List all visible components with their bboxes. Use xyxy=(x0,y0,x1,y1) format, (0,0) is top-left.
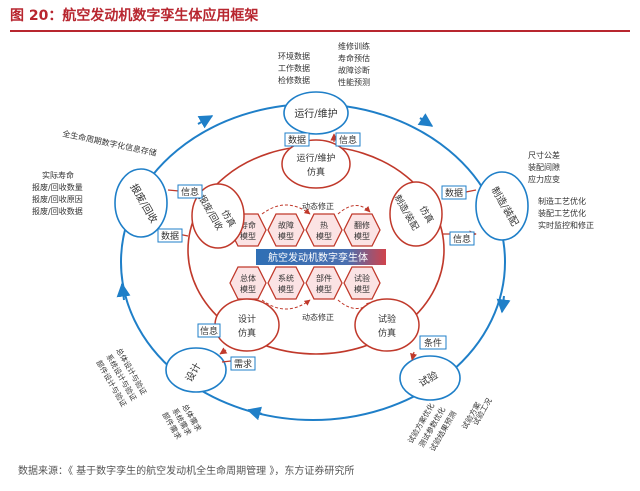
hex-overall-model xyxy=(229,266,267,300)
hex-overhaul-model xyxy=(343,213,381,247)
hex-test-model xyxy=(343,266,381,300)
ops-stage-circle xyxy=(283,91,349,135)
ops-note-right-4: 性能预测 xyxy=(338,77,370,87)
top-model-label-2a: 故障 xyxy=(278,220,294,230)
mfg-data-label: 数据 xyxy=(445,187,463,199)
test-sim-label-a: 试验 xyxy=(378,313,396,325)
bottom-model-label-2a: 系统 xyxy=(278,273,294,283)
ops-note-left-3: 检修数据 xyxy=(278,75,310,85)
cycle-arrow-top-left xyxy=(197,115,214,129)
ops-sim-label-b: 仿真 xyxy=(307,166,325,178)
ops-note-left-2: 工作数据 xyxy=(278,63,310,73)
mfg-stage-circle xyxy=(475,171,529,241)
bottom-model-label-3a: 部件 xyxy=(316,273,332,283)
mfg-note-5: 装配工艺优化 xyxy=(538,208,586,218)
design-info-box xyxy=(197,323,221,338)
scrap-data-box xyxy=(157,228,183,243)
scrap-sim-circle xyxy=(191,183,245,249)
ops-sim-label-a: 运行/维护 xyxy=(296,152,335,164)
ops-info-label: 信息 xyxy=(339,134,357,146)
scrap-stage-circle xyxy=(114,168,168,238)
ops-sim-circle xyxy=(281,139,351,189)
top-model-label-4a: 翻修 xyxy=(354,220,370,230)
top-model-label-3b: 模型 xyxy=(316,231,332,241)
mfg-info-label: 信息 xyxy=(453,233,471,245)
cycle-arrow-left xyxy=(116,282,131,301)
bottom-model-label-4b: 模型 xyxy=(354,284,370,294)
ops-data-box xyxy=(284,132,310,147)
top-model-label-1a: 寿命 xyxy=(240,220,256,230)
scrap-info-box xyxy=(177,184,203,199)
mfg-note-2: 装配间隙 xyxy=(528,162,560,172)
ops-note-right-1: 维修训练 xyxy=(338,41,370,51)
mfg-notes: 尺寸公差 装配间隙 应力应变 制造工艺优化 装配工艺优化 实时监控和修正 xyxy=(528,150,594,230)
test-condition-arrow xyxy=(410,351,418,361)
ops-note-right-2: 寿命预估 xyxy=(338,53,370,63)
scrap-note-3: 报废/回收数量 xyxy=(32,182,83,192)
test-notes: 试验方案优化 测试参数优化 试验结果预测 试验方案 试验工况 xyxy=(405,396,494,453)
design-sim-label-a: 设计 xyxy=(238,313,256,325)
hex-system-model xyxy=(267,266,305,300)
scrap-info-label: 信息 xyxy=(181,186,199,198)
ops-notes: 环境数据 工作数据 检修数据 维修训练 寿命预估 故障诊断 性能预测 xyxy=(278,41,370,87)
scrap-note-5: 报废/回收数据 xyxy=(32,206,83,216)
design-demand-label: 需求 xyxy=(234,358,252,370)
test-sim-label-b: 仿真 xyxy=(378,327,396,339)
cycle-arrow-bottom xyxy=(246,406,263,421)
ops-data-label: 数据 xyxy=(288,134,306,146)
top-model-label-2b: 模型 xyxy=(278,231,294,241)
dynamic-loop-bottom-1 xyxy=(261,299,311,310)
bottom-model-label-1a: 总体 xyxy=(240,273,256,283)
test-condition-label: 条件 xyxy=(424,337,442,349)
sim-circles xyxy=(191,139,443,352)
bottom-model-label-4a: 试验 xyxy=(354,273,370,283)
mfg-data-box xyxy=(441,185,467,200)
bottom-model-label-3b: 模型 xyxy=(316,284,332,294)
design-sim-circle xyxy=(214,298,280,352)
ops-stage-label: 运行/维护 xyxy=(294,107,337,120)
scrap-note-4: 报废/回收原因 xyxy=(32,194,83,204)
test-stage-circle xyxy=(399,355,461,401)
hex-thermal-model xyxy=(305,213,343,247)
hex-fault-model xyxy=(267,213,305,247)
bottom-model-label-1b: 模型 xyxy=(240,284,256,294)
scrap-note-2: 实际寿命 xyxy=(42,170,74,180)
ops-note-left-1: 环境数据 xyxy=(278,51,310,61)
stage-circles xyxy=(114,91,529,401)
flow-label-boxes xyxy=(157,132,475,371)
mfg-sim-circle xyxy=(389,181,443,247)
mfg-note-4: 制造工艺优化 xyxy=(538,196,586,206)
dynamic-correction-bottom: 动态修正 xyxy=(302,312,334,322)
test-sim-circle xyxy=(354,298,420,352)
mfg-note-6: 实时监控和修正 xyxy=(538,220,594,230)
scrap-data-label: 数据 xyxy=(161,230,179,242)
cycle-arrow-right xyxy=(496,295,511,314)
ops-note-right-3: 故障诊断 xyxy=(338,65,370,75)
top-model-label-1b: 模型 xyxy=(240,231,256,241)
hex-component-model xyxy=(305,266,343,300)
dynamic-loop-top-1 xyxy=(261,204,311,215)
top-model-label-3a: 热 xyxy=(320,220,328,230)
figure-title: 图 20：航空发动机数字孪生体应用框架 xyxy=(10,4,630,32)
bottom-model-label-2b: 模型 xyxy=(278,284,294,294)
scrap-note-1: 全生命周期数字化信息存储 xyxy=(62,128,158,158)
top-model-label-4b: 模型 xyxy=(354,231,370,241)
core-banner xyxy=(256,249,386,265)
design-info-arrow xyxy=(219,347,228,355)
ops-info-box xyxy=(335,132,361,147)
mfg-note-3: 应力应变 xyxy=(528,174,560,184)
design-stage-circle xyxy=(165,347,227,393)
bottom-model-hexagons xyxy=(229,266,381,300)
design-demand-box xyxy=(230,356,256,371)
mfg-note-1: 尺寸公差 xyxy=(528,150,560,160)
core-label: 航空发动机数字孪生体 xyxy=(268,251,368,264)
design-sim-label-b: 仿真 xyxy=(238,327,256,339)
source-note: 数据来源：《 基于数字孪生的航空发动机全生命周期管理 》，东方证券研究所 xyxy=(18,466,355,477)
test-condition-box xyxy=(419,335,447,350)
mfg-info-box xyxy=(449,231,475,246)
design-info-label: 信息 xyxy=(200,325,218,337)
dynamic-correction-top: 动态修正 xyxy=(302,201,334,211)
cycle-arrow-top-right xyxy=(417,113,434,127)
